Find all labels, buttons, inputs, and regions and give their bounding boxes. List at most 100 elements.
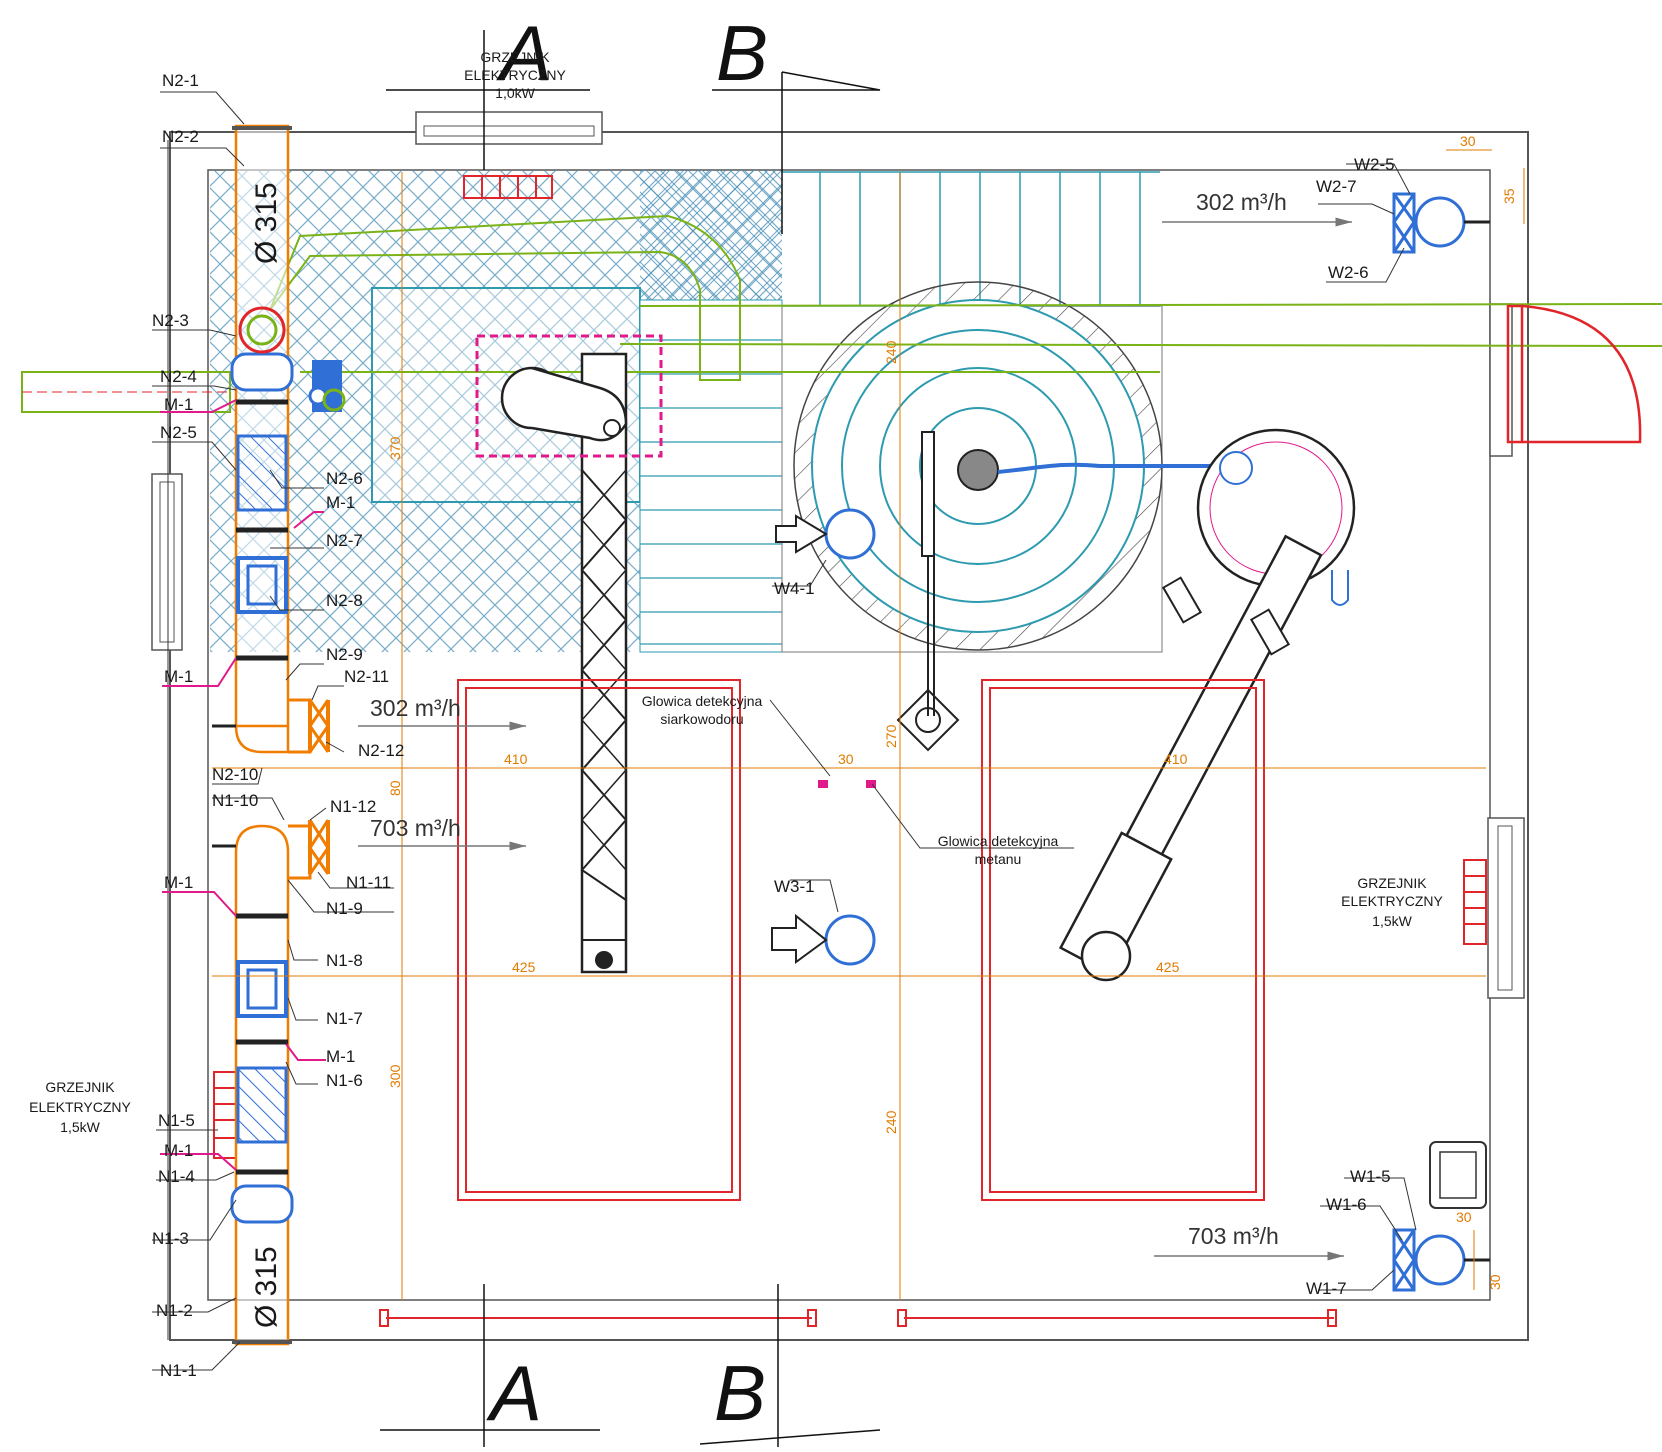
dim: 30 (1456, 1209, 1472, 1225)
tag: W1-7 (1306, 1279, 1347, 1298)
dim: 240 (883, 1110, 899, 1134)
dim: 370 (387, 436, 403, 460)
heater-top-line2: ELEKTRYCZNY (464, 67, 566, 83)
tag: N1-11 (346, 873, 391, 892)
ch4-label-1: Glowica detekcyjna (938, 833, 1059, 849)
tag: N2-4 (160, 367, 197, 386)
dim: 240 (883, 340, 899, 364)
tag: N1-9 (326, 899, 363, 918)
flow-n1: 703 m³/h (370, 815, 461, 841)
tag: N1-4 (158, 1167, 195, 1186)
tag: M-1 (164, 395, 193, 414)
dim: 30 (838, 751, 854, 767)
tag: M-1 (326, 493, 355, 512)
methane-sensor-icon (866, 780, 876, 788)
tag: N1-5 (158, 1111, 195, 1130)
tag: W2-5 (1354, 155, 1395, 174)
tag: N1-10 (212, 791, 258, 810)
h2s-label-1: Glowica detekcyjna (642, 693, 763, 709)
tag: W2-7 (1316, 177, 1357, 196)
pit-left (457, 679, 741, 1201)
tag: N1-6 (326, 1071, 363, 1090)
screw-conveyor (475, 334, 663, 974)
tag: N2-8 (326, 591, 363, 610)
inclined-conveyor (1058, 428, 1356, 982)
tag: N2-9 (326, 645, 363, 664)
section-markers: A B A B (486, 9, 768, 1437)
flow-arrows (358, 217, 1352, 1261)
tag: N1-7 (326, 1009, 363, 1028)
inlet-w4 (775, 508, 876, 560)
heater-top-icon (463, 175, 553, 199)
component-labels-n1: N1-10 N1-12 N1-11 M-1 N1-9 N1-8 N1-7 M-1… (152, 791, 391, 1380)
dim: 270 (883, 724, 899, 748)
tag: M-1 (164, 1141, 193, 1160)
component-labels-n2: N2-1 N2-2 N2-3 N2-4 M-1 N2-5 N2-6 M-1 N2… (152, 71, 404, 784)
tag: N1-1 (160, 1361, 197, 1380)
dim: 35 (1501, 188, 1517, 204)
flow-w2: 302 m³/h (1196, 189, 1287, 215)
building-walls (151, 111, 1529, 1341)
inlet-w3 (771, 913, 876, 966)
fan-w2 (1392, 192, 1490, 254)
duct-diameter-top: Ø 315 (250, 182, 283, 264)
section-a-top: A (496, 9, 552, 97)
tag: N2-5 (160, 423, 197, 442)
heater-labels: GRZEJNIK ELEKTRYCZNY 1,0kW GRZEJNIK ELEK… (29, 49, 1443, 1135)
duct-diameter-bottom: Ø 315 (250, 1246, 283, 1328)
tag: W1-5 (1350, 1167, 1391, 1186)
heater-left-line3: 1,5kW (60, 1119, 100, 1135)
green-duct (21, 214, 741, 413)
tag: M-1 (164, 667, 193, 686)
tag: N2-6 (326, 469, 363, 488)
pit-right (981, 679, 1265, 1201)
tag: W4-1 (774, 579, 815, 598)
tag: N2-7 (326, 531, 363, 550)
tag: N2-1 (162, 71, 199, 90)
heater-top-line1: GRZEJNIK (480, 49, 550, 65)
tag: N2-2 (162, 127, 199, 146)
duct-riser-n1 (212, 819, 330, 1346)
dim: 30 (1460, 133, 1476, 149)
dim: 425 (512, 959, 536, 975)
tag: W3-1 (774, 877, 815, 896)
dimension-labels: 30 35 240 370 270 30 410 410 80 425 425 … (387, 133, 1517, 1290)
dim: 300 (387, 1064, 403, 1088)
tag: N2-11 (344, 667, 389, 686)
sensor-labels: Glowica detekcyjna siarkowodoru Glowica … (642, 693, 1059, 867)
heater-left-icon (213, 1071, 237, 1159)
section-b-top: B (716, 9, 768, 97)
h2s-label-2: siarkowodoru (660, 711, 743, 727)
tag: N2-3 (152, 311, 189, 330)
tag: N1-3 (152, 1229, 189, 1248)
tank (300, 281, 1662, 752)
tag: M-1 (164, 873, 193, 892)
component-labels-w: W2-5 W2-7 W2-6 W4-1 W3-1 W1-5 W1-6 W1-7 (774, 155, 1395, 1298)
heater-right-line2: ELEKTRYCZNY (1341, 893, 1443, 909)
tag: N2-12 (358, 741, 404, 760)
tag: N1-12 (330, 797, 376, 816)
section-a-bottom: A (486, 1349, 542, 1437)
section-lines (167, 30, 881, 1447)
tag: W1-6 (1326, 1195, 1367, 1214)
flow-w1: 703 m³/h (1188, 1223, 1279, 1249)
heater-right-line1: GRZEJNIK (1357, 875, 1427, 891)
fan-w1 (1392, 1141, 1490, 1292)
magenta-leaders (160, 399, 326, 1171)
tag: W2-6 (1328, 263, 1369, 282)
section-b-bottom: B (714, 1349, 766, 1437)
tag: N1-8 (326, 951, 363, 970)
dim: 410 (1164, 751, 1188, 767)
dim: 80 (387, 780, 403, 796)
duct-riser-n2 (212, 124, 346, 754)
door-right (1506, 304, 1642, 444)
heater-right-icon (1463, 859, 1487, 945)
h2s-sensor-icon (818, 780, 828, 788)
tag: N2-10 (212, 765, 258, 784)
leader-lines (152, 91, 1417, 1371)
dim: 425 (1156, 959, 1180, 975)
heater-left-line1: GRZEJNIK (45, 1079, 115, 1095)
flow-n2: 302 m³/h (370, 695, 461, 721)
